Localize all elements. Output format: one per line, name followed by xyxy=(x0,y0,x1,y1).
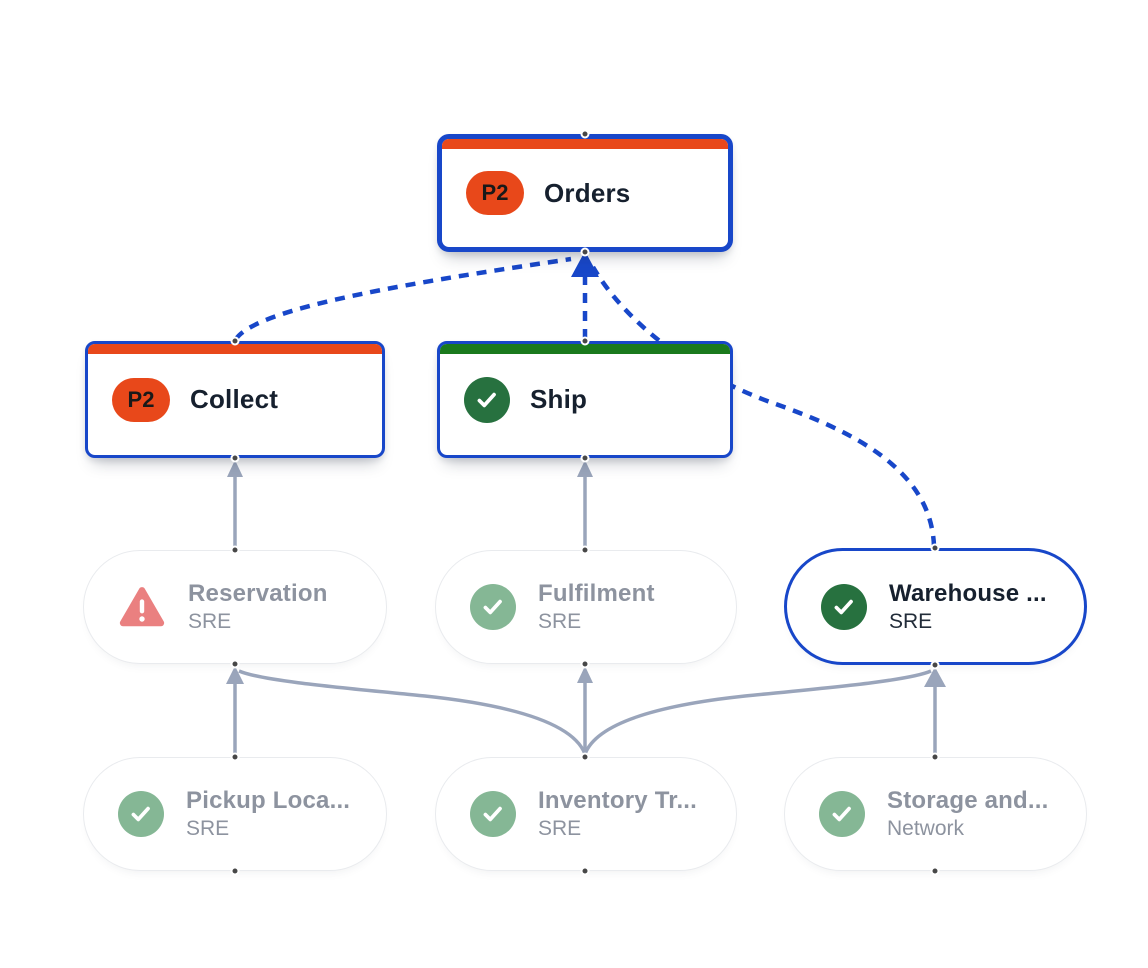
port-inventory-top[interactable] xyxy=(580,752,590,762)
node-reservation[interactable]: Reservation SRE xyxy=(83,550,387,664)
port-orders-top[interactable] xyxy=(580,129,590,139)
arrowhead-collect xyxy=(227,460,243,477)
status-bar-healthy xyxy=(440,344,730,354)
node-team: SRE xyxy=(186,817,230,840)
node-team: Network xyxy=(887,817,965,840)
node-team: SRE xyxy=(889,609,933,633)
node-storage[interactable]: Storage and... Network xyxy=(784,757,1087,871)
port-ship-top[interactable] xyxy=(580,336,590,346)
status-bar-incident xyxy=(88,344,382,354)
check-icon xyxy=(819,791,865,837)
node-team: SRE xyxy=(538,610,582,633)
edge-inventory-reservation xyxy=(238,669,587,755)
port-reservation-top[interactable] xyxy=(230,545,240,555)
node-title: Collect xyxy=(190,384,279,414)
arrowhead-ship xyxy=(577,460,593,477)
priority-badge: P2 xyxy=(466,171,524,215)
check-icon xyxy=(464,376,510,423)
edge-collect-orders xyxy=(234,256,572,341)
node-warehouse[interactable]: Warehouse ... SRE xyxy=(784,548,1087,665)
arrowhead-orders xyxy=(571,251,599,277)
node-title: Storage and... xyxy=(887,787,1049,814)
node-title: Warehouse ... xyxy=(889,579,1047,607)
warning-icon xyxy=(118,585,166,629)
port-warehouse-top[interactable] xyxy=(930,543,940,553)
port-collect-top[interactable] xyxy=(230,336,240,346)
node-collect[interactable]: P2 Collect xyxy=(85,341,385,458)
port-collect-bottom[interactable] xyxy=(230,453,240,463)
check-icon xyxy=(821,583,867,630)
priority-badge: P2 xyxy=(112,377,170,422)
node-orders[interactable]: P2 Orders xyxy=(437,134,733,252)
check-icon xyxy=(470,584,516,630)
port-storage-bottom[interactable] xyxy=(930,866,940,876)
node-title: Fulfilment xyxy=(538,580,655,607)
check-icon xyxy=(470,791,516,837)
edge-warehouse-orders xyxy=(591,265,937,547)
arrowhead-warehouse xyxy=(924,667,946,687)
port-pickup-bottom[interactable] xyxy=(230,866,240,876)
edge-inventory-warehouse xyxy=(583,669,932,755)
arrowhead-fulfilment xyxy=(577,666,593,683)
node-title: Orders xyxy=(544,177,631,208)
port-fulfilment-bottom[interactable] xyxy=(580,659,590,669)
port-storage-top[interactable] xyxy=(930,752,940,762)
port-ship-bottom[interactable] xyxy=(580,453,590,463)
port-fulfilment-top[interactable] xyxy=(580,545,590,555)
port-pickup-top[interactable] xyxy=(230,752,240,762)
port-reservation-bottom[interactable] xyxy=(230,659,240,669)
arrowhead-reservation xyxy=(226,666,244,684)
node-ship[interactable]: Ship xyxy=(437,341,733,458)
node-title: Reservation xyxy=(188,580,328,607)
port-warehouse-bottom[interactable] xyxy=(930,660,940,670)
node-title: Inventory Tr... xyxy=(538,787,698,814)
port-inventory-bottom[interactable] xyxy=(580,866,590,876)
node-title: Ship xyxy=(530,384,588,414)
node-title: Pickup Loca... xyxy=(186,787,351,814)
check-icon xyxy=(118,791,164,837)
node-team: SRE xyxy=(538,817,582,840)
node-fulfilment[interactable]: Fulfilment SRE xyxy=(435,550,737,664)
node-team: SRE xyxy=(188,610,232,633)
node-inventory-tracking[interactable]: Inventory Tr... SRE xyxy=(435,757,737,871)
status-bar-incident xyxy=(442,139,728,149)
port-orders-bottom[interactable] xyxy=(580,247,590,257)
node-pickup-location[interactable]: Pickup Loca... SRE xyxy=(83,757,387,871)
